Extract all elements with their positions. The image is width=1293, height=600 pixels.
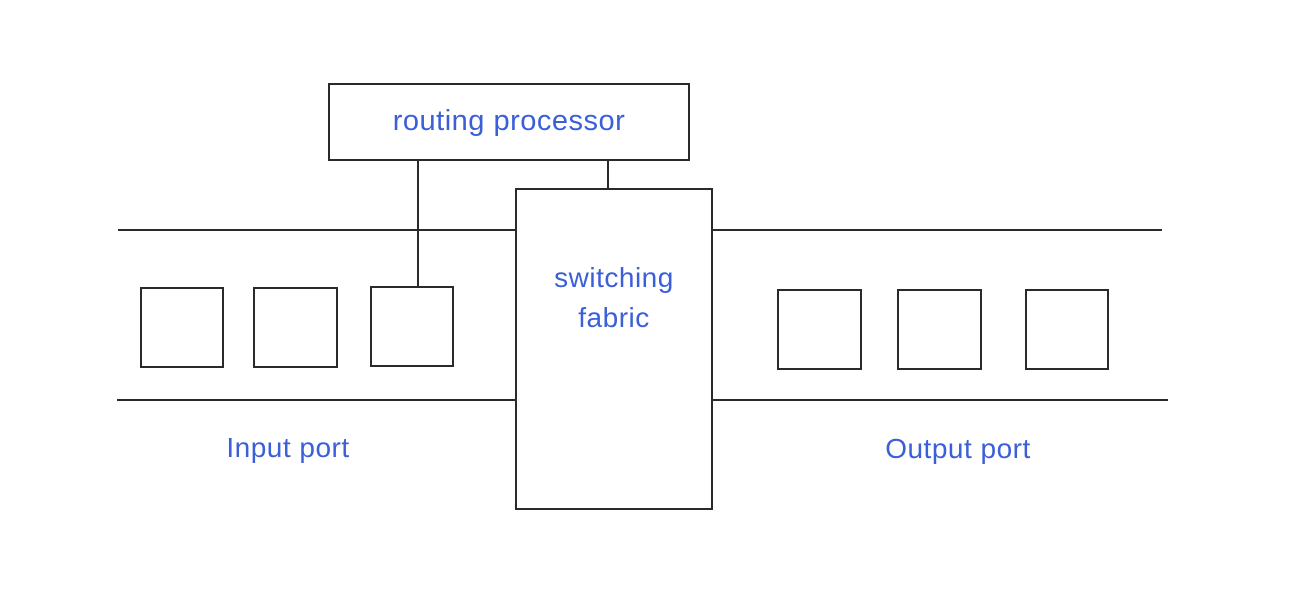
input-port-label: Input port (226, 432, 350, 463)
switching-fabric-box (515, 188, 713, 510)
switching-fabric-label: switching fabric (554, 262, 674, 333)
bottom-bus-line-left (117, 399, 515, 401)
output-queue-square-3 (1025, 289, 1109, 370)
input-queue-square-3 (370, 286, 454, 367)
connector-processor-to-input-queue (417, 161, 419, 287)
input-queue-square-2 (253, 287, 338, 368)
connector-processor-to-switching-fabric (607, 161, 609, 189)
routing-processor-box: routing processor (328, 83, 690, 161)
output-port-label: Output port (885, 433, 1031, 464)
output-queue-square-1 (777, 289, 862, 370)
top-bus-line-right (713, 229, 1162, 231)
routing-processor-label: routing processor (392, 105, 626, 138)
top-bus-line-left (118, 229, 515, 231)
bottom-bus-line-right (713, 399, 1168, 401)
output-queue-square-2 (897, 289, 982, 370)
input-queue-square-1 (140, 287, 224, 368)
